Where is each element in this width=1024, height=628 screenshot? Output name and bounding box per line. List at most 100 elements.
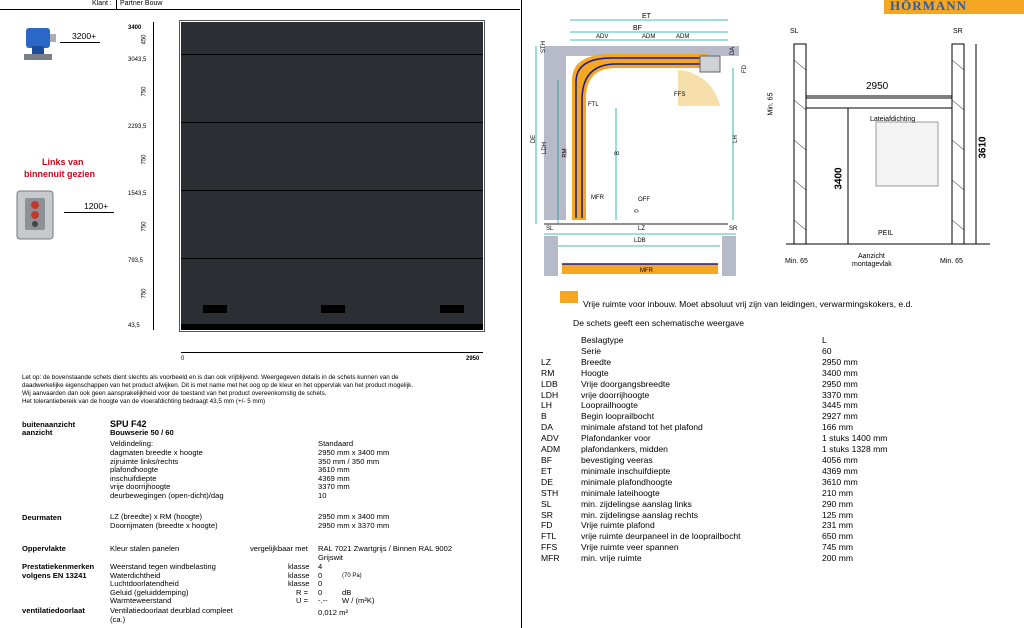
prestatie-row-label: Geluid (geluiddemping) xyxy=(110,587,189,597)
parameter-code: SR xyxy=(541,509,553,520)
parameter-label: Vrije ruimte plafond xyxy=(581,520,655,531)
prestatie-label: volgens EN 13241 xyxy=(22,571,87,580)
height-tick: 3043,5 xyxy=(128,57,147,63)
parameter-code: FD xyxy=(541,520,553,531)
parameter-code: FTL xyxy=(541,531,557,542)
parameter-code: LDH xyxy=(541,389,559,400)
view-label: buitenaanzicht xyxy=(22,420,76,429)
parameter-label: vrije doorrijhoogte xyxy=(581,389,650,400)
parameter-value: 1 stuks 1328 mm xyxy=(822,444,888,455)
peil-label: PEIL xyxy=(878,230,894,237)
brand-name: HÖRMANN xyxy=(890,0,968,13)
width-end-label: 2950 xyxy=(466,356,480,362)
prestatie-row-extra: dB xyxy=(342,587,352,597)
kleur-mid: vergelijkbaar met xyxy=(250,544,308,553)
spec-value: 4369 mm xyxy=(318,473,350,483)
left-document-page: Klant : Partner Bouw 3200+ Links van bin… xyxy=(0,0,522,628)
deurmaten-row-label: LZ (breedte) x RM (hoogte) xyxy=(110,512,203,521)
note-line: Let op: de bovenstaande schets dient sle… xyxy=(22,374,399,381)
parameter-value: 2950 mm xyxy=(822,356,858,367)
parameter-label: Breedte xyxy=(581,356,612,367)
note-line: Wij aanvaarden dan ook geen aansprakelij… xyxy=(22,390,327,397)
height-tick: 2293,5 xyxy=(128,124,147,130)
spec-label: dagmaten breedte x hoogte xyxy=(110,448,203,457)
panel-joint xyxy=(181,122,483,123)
parameter-code: STH xyxy=(541,487,559,498)
parameter-code: SL xyxy=(541,498,552,509)
front-min65-right: Min. 65 xyxy=(940,258,963,265)
parameter-value: L xyxy=(822,335,827,345)
front-dim-3610: 3610 xyxy=(977,136,989,159)
dim-adm-1: ADM xyxy=(642,34,656,40)
height-tick: 43,5 xyxy=(128,323,140,329)
parameter-label: plafondankers, midden xyxy=(581,444,668,455)
ventilatie-value: 0,012 m² xyxy=(318,608,348,617)
spec-label: zijruimte links/rechts xyxy=(110,456,179,466)
prestatie-row-value: 0 xyxy=(318,579,323,588)
parameter-value: 4369 mm xyxy=(822,465,858,476)
parameter-value: 4056 mm xyxy=(822,454,858,465)
parameter-code xyxy=(541,346,581,357)
legend-swatch xyxy=(560,291,578,303)
dim-zero: 0 xyxy=(634,209,641,213)
door-handle xyxy=(440,305,464,313)
parameter-code: MFR xyxy=(541,553,560,564)
parameter-label: vrije ruimte deurpaneel in de looprailbo… xyxy=(581,531,741,542)
aanzicht-label-2: montagevlak xyxy=(852,261,892,268)
parameter-code: B xyxy=(541,411,547,422)
parameter-label: bevestiging veeras xyxy=(581,454,653,465)
spec-value: 10 xyxy=(318,490,327,500)
spec-label: Veldindeling: xyxy=(110,439,154,448)
parameter-row: ET minimale inschuifdiepte 4369 mm xyxy=(541,466,932,477)
parameter-label: minimale afstand tot het plafond xyxy=(581,422,703,433)
ventilatie-text: Ventilatiedoorlaat deurblad compleet xyxy=(110,606,233,615)
floor-seal xyxy=(181,324,483,330)
kleur-value: RAL 7021 Zwartgrijs / Binnen RAL 9002 xyxy=(318,544,453,553)
panel-joint xyxy=(181,54,483,55)
prestatie-list: Weerstand tegen windbelasting klasse 4 W… xyxy=(110,562,410,608)
parameter-value: 60 xyxy=(822,345,832,356)
dim-b: B xyxy=(615,150,622,156)
view-label: aanzicht xyxy=(22,428,53,437)
product-name: SPU F42 xyxy=(110,419,147,429)
parameter-label: Vrije doorgangsbreedte xyxy=(581,378,671,389)
parameter-label: Plafondanker voor xyxy=(581,433,651,444)
dim-ldb: LDB xyxy=(634,238,646,244)
front-min65-left: Min. 65 xyxy=(785,258,808,265)
width-start-label: 0 xyxy=(181,356,185,362)
parameter-code: BF xyxy=(541,454,552,465)
door-frame xyxy=(179,20,485,332)
dim-mfr: MFR xyxy=(591,195,604,201)
door-handle xyxy=(203,305,227,313)
spec-label: deurbewegingen (open-dicht)/dag xyxy=(110,490,224,500)
motor-icon xyxy=(22,24,58,64)
spec-value: Standaard xyxy=(318,439,354,448)
dim-lh: LH xyxy=(732,135,739,143)
parameter-value: 2950 mm xyxy=(822,378,858,389)
panel-height-label: 750 xyxy=(141,154,148,165)
parameter-code: ET xyxy=(541,465,552,476)
deurmaten-label: Deurmaten xyxy=(22,513,62,522)
dim-sl: SL xyxy=(546,226,554,232)
parameter-row: BF bevestiging veeras 4056 mm xyxy=(541,455,932,466)
parameter-value: 290 mm xyxy=(822,498,854,509)
lateiafdichting-label: Lateiafdichting xyxy=(870,116,916,123)
dim-sr: SR xyxy=(729,226,738,232)
parameter-value: 650 mm xyxy=(822,531,854,542)
parameter-label: Begin looprailbocht xyxy=(581,411,655,422)
prestatie-row-label: Waterdichtheid xyxy=(110,570,161,580)
dim-adv: ADV xyxy=(596,34,609,40)
dim-rm: RM xyxy=(562,148,569,158)
parameter-label: minimale inschuifdiepte xyxy=(581,465,671,476)
dim-mfr-bottom: MFR xyxy=(640,268,653,274)
parameter-code: DA xyxy=(541,422,553,433)
header-divider xyxy=(116,0,117,10)
prestatie-row-unit: klasse xyxy=(288,562,310,571)
klant-value: Partner Bouw xyxy=(120,0,163,7)
